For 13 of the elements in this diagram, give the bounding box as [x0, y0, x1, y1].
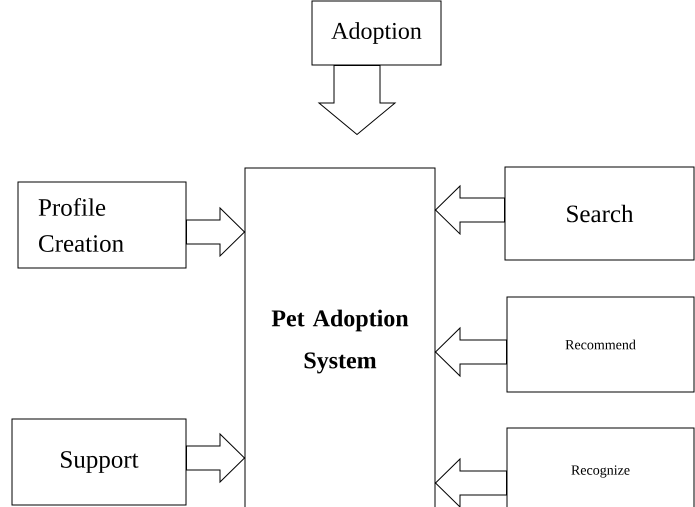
process-box: Adoption	[312, 0, 442, 66]
block-arrow	[434, 326, 507, 378]
process-box: Search	[504, 166, 694, 260]
block-arrow	[434, 184, 505, 236]
process-box: Profile Creation	[18, 182, 186, 268]
process-box: Recommend	[506, 296, 694, 392]
block-arrow	[186, 432, 246, 484]
process-box: Pet Adoption System	[244, 168, 436, 507]
process-box: Support	[12, 418, 186, 506]
process-box: Recognize	[506, 428, 694, 507]
block-arrow	[318, 65, 396, 136]
block-arrow	[434, 458, 507, 507]
block-arrow	[186, 206, 246, 258]
